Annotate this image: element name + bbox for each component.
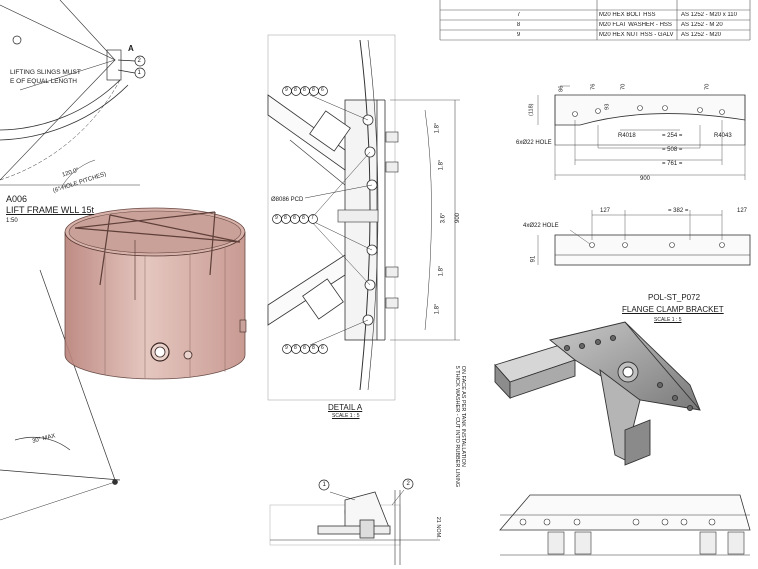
angle-label: 3.6° xyxy=(440,212,447,224)
install-dim: 21 NOM. xyxy=(434,516,441,539)
detail-a-scale: SCALE 1 : 5 xyxy=(332,413,360,419)
dim-254: = 254 = xyxy=(662,133,683,139)
balloon-label: 9 xyxy=(275,215,278,221)
detail-callout-label: A xyxy=(128,44,134,53)
dim-93: 93 xyxy=(604,103,611,110)
angle-label: 1.8° xyxy=(438,159,445,171)
sling-lines xyxy=(0,269,121,521)
balloon-1-label: 1 xyxy=(137,69,141,76)
bracket-front-view xyxy=(537,85,746,180)
lifting-note-line2: E OF EQUAL LENGTH xyxy=(10,78,77,85)
bom-table-lines xyxy=(439,0,751,41)
lifting-note-line1: LIFTING SLINGS MUST xyxy=(10,69,81,76)
dim-70: 70 xyxy=(620,83,627,90)
dim-900: 900 xyxy=(640,176,651,182)
bom-specification: AS 1252 - M20 x 110 xyxy=(681,12,737,18)
dim-86: 86 xyxy=(558,85,565,92)
balloon-label: 8 xyxy=(312,345,315,351)
angle-label: 1.8° xyxy=(434,303,441,315)
bom-row: 8 M20 FLAT WASHER - HSS AS 1252 - M 20 xyxy=(440,20,751,30)
bom-specification: AS 1252 - M 20 xyxy=(681,22,723,28)
balloon-label: 8 xyxy=(294,87,297,93)
bom-description: M20 HEX NUT HSS - GALV xyxy=(599,32,674,38)
bom-item-number: 9 xyxy=(516,32,521,38)
radius-left: R4018 xyxy=(618,133,636,139)
bom-description: M20 FLAT WASHER - HSS xyxy=(599,22,672,28)
angle-label: 1.8° xyxy=(438,265,445,277)
detail-a-view xyxy=(267,34,460,401)
dim-127: 127 xyxy=(600,208,611,214)
bom-description: M20 HEX BOLT HSS xyxy=(599,12,656,18)
balloon-label: 6 xyxy=(321,87,324,93)
frame-title: LIFT FRAME WLL 15t xyxy=(6,205,95,215)
balloon-label: 7 xyxy=(311,215,314,221)
dim-761: = 761 = xyxy=(662,161,683,167)
balloon-label: 9 xyxy=(285,345,288,351)
angle-label: 1.8° xyxy=(434,122,441,134)
balloon-label: 8 xyxy=(312,87,315,93)
detail-a-overall-dim: 900 xyxy=(455,212,462,224)
dim-70: 70 xyxy=(704,83,711,90)
bracket-side-view xyxy=(537,210,751,266)
installation-section xyxy=(269,489,440,565)
lift-plan-balloons xyxy=(12,35,146,79)
balloon-1-label: 1 xyxy=(322,482,326,488)
pcd-label: Ø8086 PCD xyxy=(271,197,304,203)
bom-row: 7 M20 HEX BOLT HSS AS 1252 - M20 x 110 xyxy=(440,10,751,20)
bom-row: 9 M20 HEX NUT HSS - GALV AS 1252 - M20 xyxy=(440,30,751,40)
dim-76: 76 xyxy=(590,83,597,90)
bom-specification: AS 1252 - M20 xyxy=(681,32,722,38)
bracket-part-number: POL-ST_P072 xyxy=(648,293,701,302)
balloon-label: 8 xyxy=(294,345,297,351)
bracket-title: FLANGE CLAMP BRACKET xyxy=(622,305,724,314)
install-note-line1: 5 THICK WASHER - CUT INTO RUBBER LINING xyxy=(453,365,460,488)
detail-a-title: DETAIL A xyxy=(328,403,363,412)
install-note-line2: ON FACE AS PER TANK INSTALLATION xyxy=(459,365,466,467)
balloon-label: 6 xyxy=(321,345,324,351)
hole-note-bottom: 4xØ22 HOLE xyxy=(523,223,559,229)
balloon-label: 8 xyxy=(303,87,306,93)
balloon-label: 8 xyxy=(303,345,306,351)
bom-item-number: 8 xyxy=(516,22,521,28)
balloon-2-label: 2 xyxy=(137,57,141,64)
balloon-2-label: 2 xyxy=(406,481,410,487)
lift-plan-view xyxy=(0,0,140,191)
bracket-bottom-section xyxy=(499,494,751,556)
balloon-label: 8 xyxy=(284,215,287,221)
dim-118: (118) xyxy=(528,103,535,116)
dim-508: = 508 = xyxy=(662,147,683,153)
balloon-label: 8 xyxy=(293,215,296,221)
hole-note-top: 6xØ22 HOLE xyxy=(516,140,552,146)
lift-frame-tank-render xyxy=(64,207,247,380)
radius-right: R4043 xyxy=(714,133,732,139)
dim-127: 127 xyxy=(737,208,748,214)
frame-title-code: A006 xyxy=(6,194,28,204)
bom-item-number: 7 xyxy=(516,12,521,18)
dim-382: = 382 = xyxy=(668,208,689,214)
balloon-label: 9 xyxy=(285,87,288,93)
frame-scale: 1:50 xyxy=(6,218,18,224)
balloon-label: 8 xyxy=(302,215,305,221)
installation-balloons xyxy=(318,478,414,491)
detail-a-balloons xyxy=(272,86,328,354)
dim-91: 91 xyxy=(530,255,537,263)
bracket-scale: SCALE 1 : 5 xyxy=(654,317,682,323)
bracket-3d-render xyxy=(494,321,701,466)
